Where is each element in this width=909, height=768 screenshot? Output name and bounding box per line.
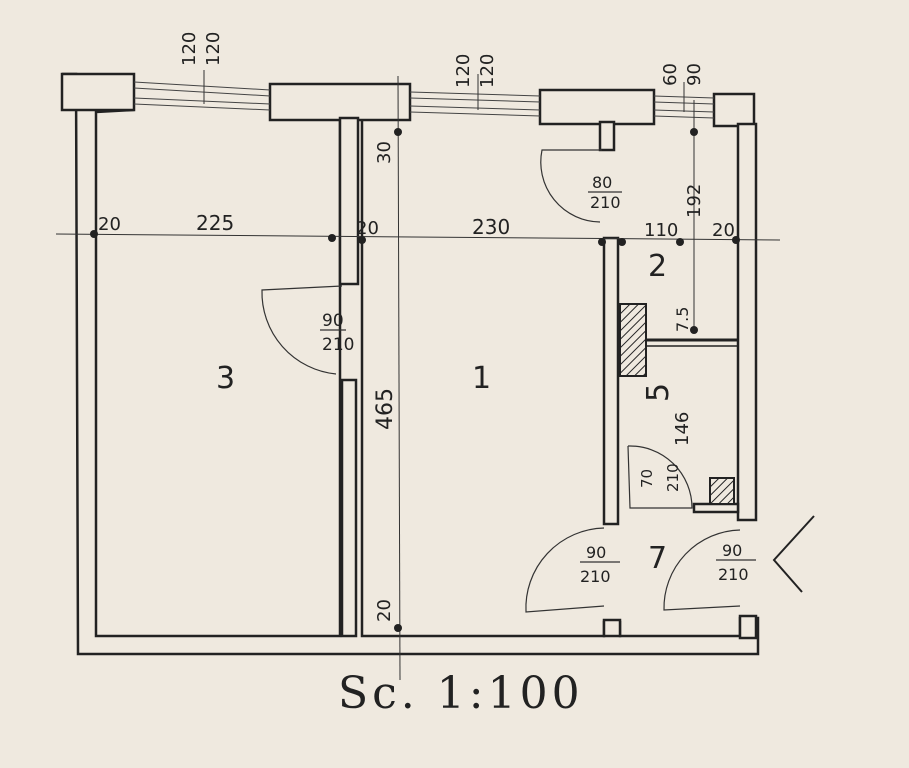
- entry-arrow-icon: [772, 515, 815, 593]
- svg-text:210: 210: [664, 463, 682, 492]
- door-label-entry-left: 90 210: [580, 543, 620, 586]
- door-labels: 90 210 80 210 70 210 90 210 90 210: [320, 173, 756, 586]
- dim-room2-width: 110: [644, 220, 678, 241]
- svg-text:210: 210: [718, 565, 749, 584]
- dim-wall-left: 20: [98, 214, 121, 235]
- room-number-7: 7: [648, 541, 667, 576]
- svg-text:210: 210: [322, 335, 354, 355]
- svg-text:210: 210: [590, 193, 621, 212]
- svg-text:210: 210: [580, 567, 611, 586]
- room-number-3: 3: [216, 361, 235, 396]
- room-number-2: 2: [648, 249, 667, 284]
- dim-height-146: 146: [672, 412, 693, 446]
- dim-room1-width: 230: [472, 215, 510, 239]
- door-label-room1-top: 80 210: [588, 173, 622, 212]
- dim-wall-right: 20: [712, 220, 735, 241]
- dim-height-465: 465: [373, 388, 398, 430]
- dim-top-wall-30: 30: [374, 141, 395, 164]
- dimension-lines: [55, 70, 781, 681]
- dim-window-mid-a: 120: [453, 54, 474, 88]
- svg-text:70: 70: [638, 469, 656, 488]
- dim-window-right-b: 90: [684, 63, 705, 86]
- dim-window-right-a: 60: [660, 63, 681, 86]
- duct-small: [709, 477, 735, 505]
- dim-height-192: 192: [684, 184, 705, 218]
- dim-bottom-20: 20: [374, 599, 395, 622]
- svg-text:90: 90: [586, 543, 606, 562]
- door-label-entry-right: 90 210: [716, 541, 756, 584]
- svg-text:80: 80: [592, 173, 612, 192]
- svg-text:90: 90: [722, 541, 742, 560]
- scale-label: Sc. 1:100: [338, 668, 584, 719]
- dimension-labels: 120 120 120 120 60 90 20 225 20 230 110 …: [98, 32, 735, 622]
- duct-shaft: [619, 303, 647, 377]
- svg-text:90: 90: [322, 311, 344, 331]
- room-number-5: 5: [641, 383, 676, 402]
- dim-window-left-b: 120: [203, 32, 224, 66]
- door-label-room3: 90 210: [320, 311, 354, 355]
- outer-walls: [60, 72, 760, 656]
- room-number-1: 1: [472, 361, 491, 396]
- door-label-room5: 70 210: [638, 463, 682, 492]
- dim-window-left-a: 120: [179, 32, 200, 66]
- dim-room3-width: 225: [196, 211, 234, 235]
- door-swings: [261, 149, 741, 613]
- dim-wall-mid: 20: [356, 218, 379, 239]
- dim-wall-7-5: 7.5: [673, 307, 692, 332]
- interior-walls: [338, 116, 758, 640]
- dim-window-mid-b: 120: [477, 54, 498, 88]
